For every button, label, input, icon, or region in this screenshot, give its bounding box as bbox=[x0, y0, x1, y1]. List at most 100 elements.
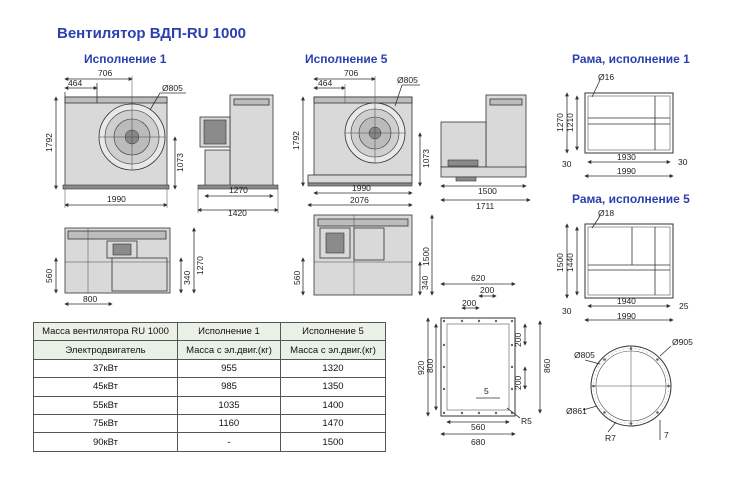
rama1-view: Ø16 1270 1210 30 1930 30 1990 bbox=[555, 72, 688, 178]
dim-rama5-18: Ø18 bbox=[598, 208, 614, 218]
dim-outlet-200-r1: 200 bbox=[513, 333, 523, 347]
table-subheader-cell: Масса с эл.двиг.(кг) bbox=[177, 340, 281, 360]
header-rama-1: Рама, исполнение 1 bbox=[572, 52, 690, 66]
table-header-cell: Исполнение 5 bbox=[280, 321, 386, 342]
v5-front-view: 464 706 Ø805 1792 1073 1990 2076 bbox=[291, 68, 431, 207]
table-subheader-cell: Электродвигатель bbox=[33, 340, 178, 360]
dim-v5-1073: 1073 bbox=[421, 149, 431, 168]
table-cell-mass-1: 985 bbox=[177, 377, 281, 397]
dim-v1-1270b: 1270 bbox=[195, 256, 205, 275]
dim-outlet-r5: R5 bbox=[521, 416, 532, 426]
dim-outlet-920: 920 bbox=[416, 361, 426, 375]
dim-rama1-1930: 1930 bbox=[617, 152, 636, 162]
dim-outlet-680: 680 bbox=[471, 437, 485, 447]
dim-outlet-200-r2: 200 bbox=[513, 376, 523, 390]
dim-v1-1073: 1073 bbox=[175, 153, 185, 172]
header-rama-5: Рама, исполнение 5 bbox=[572, 192, 690, 206]
dim-flange-805: Ø805 bbox=[574, 350, 595, 360]
dim-outlet-200-top: 200 bbox=[480, 285, 494, 295]
dim-outlet-5: 5 bbox=[484, 386, 489, 396]
table-cell-mass-1: - bbox=[177, 432, 281, 452]
dim-rama5-30l: 30 bbox=[562, 306, 572, 316]
v5-side-view: 1500 1711 bbox=[440, 94, 531, 211]
table-row: 90кВт - 1500 bbox=[33, 432, 386, 452]
table-subheader-cell: Масса с эл.двиг.(кг) bbox=[280, 340, 386, 360]
dim-v1-560: 560 bbox=[44, 269, 54, 283]
dim-rama1-1990: 1990 bbox=[617, 166, 636, 176]
dim-rama1-1270: 1270 bbox=[555, 113, 565, 132]
dim-v1-805: Ø805 bbox=[162, 83, 183, 93]
v5-top-view: 560 340 1500 bbox=[292, 214, 434, 296]
table-cell-mass-1: 955 bbox=[177, 358, 281, 379]
table-row: 75кВт 1160 1470 bbox=[33, 413, 386, 434]
dim-rama1-1210: 1210 bbox=[565, 113, 575, 132]
rama5-view: Ø18 1500 1440 30 1940 25 1990 bbox=[555, 208, 689, 322]
table-header-cell: Масса вентилятора RU 1000 bbox=[33, 321, 178, 342]
dim-flange-905: Ø905 bbox=[672, 337, 693, 347]
outlet-flange-view: 620 200 200 920 800 860 200 200 5 560 68… bbox=[416, 273, 552, 447]
dim-v1-1420: 1420 bbox=[228, 208, 247, 218]
dim-v1-464: 464 bbox=[68, 78, 82, 88]
dim-v5-805: Ø805 bbox=[397, 75, 418, 85]
header-ispolnenie-1: Исполнение 1 bbox=[84, 52, 167, 66]
table-header-row: Масса вентилятора RU 1000 Исполнение 1 И… bbox=[33, 321, 386, 342]
table-header-cell: Исполнение 1 bbox=[177, 321, 281, 342]
v1-front-view: 464 706 Ø805 1792 1073 1990 bbox=[44, 68, 186, 208]
mass-table: Масса вентилятора RU 1000 Исполнение 1 И… bbox=[33, 321, 386, 452]
dim-rama5-25: 25 bbox=[679, 301, 689, 311]
dim-v1-340: 340 bbox=[182, 271, 192, 285]
dim-rama1-30r: 30 bbox=[678, 157, 688, 167]
dim-rama5-1500: 1500 bbox=[555, 253, 565, 272]
dim-outlet-560: 560 bbox=[471, 422, 485, 432]
header-ispolnenie-5: Исполнение 5 bbox=[305, 52, 388, 66]
dim-v1-1990: 1990 bbox=[107, 194, 126, 204]
table-cell-motor: 55кВт bbox=[33, 395, 178, 415]
dim-v1-706: 706 bbox=[98, 68, 112, 78]
table-cell-mass-5: 1320 bbox=[280, 358, 386, 379]
dim-flange-861: Ø861 bbox=[566, 406, 587, 416]
table-cell-motor: 75кВт bbox=[33, 413, 178, 434]
dim-outlet-200-left: 200 bbox=[462, 298, 476, 308]
dim-outlet-860: 860 bbox=[542, 359, 552, 373]
dim-flange-7: 7 bbox=[664, 430, 669, 440]
dim-v5-560: 560 bbox=[292, 271, 302, 285]
dim-v1-1270: 1270 bbox=[229, 185, 248, 195]
dim-outlet-620: 620 bbox=[471, 273, 485, 283]
dim-rama5-1940: 1940 bbox=[617, 296, 636, 306]
dim-v1-800: 800 bbox=[83, 294, 97, 304]
table-cell-motor: 37кВт bbox=[33, 358, 178, 379]
dim-v5-2076: 2076 bbox=[350, 195, 369, 205]
dim-v5-1500b: 1500 bbox=[421, 247, 431, 266]
dim-v5-1792: 1792 bbox=[291, 131, 301, 150]
table-cell-motor: 45кВт bbox=[33, 377, 178, 397]
round-flange-view: Ø805 Ø905 Ø861 R7 7 bbox=[566, 337, 693, 443]
table-cell-mass-5: 1400 bbox=[280, 395, 386, 415]
dim-v5-706: 706 bbox=[344, 68, 358, 78]
table-cell-mass-1: 1035 bbox=[177, 395, 281, 415]
dim-v5-1990: 1990 bbox=[352, 183, 371, 193]
dim-flange-r7: R7 bbox=[605, 433, 616, 443]
dim-rama1-30l: 30 bbox=[562, 159, 572, 169]
dim-v5-1500: 1500 bbox=[478, 186, 497, 196]
dim-rama5-1440: 1440 bbox=[565, 253, 575, 272]
table-cell-mass-1: 1160 bbox=[177, 413, 281, 434]
table-cell-mass-5: 1500 bbox=[280, 432, 386, 452]
dim-outlet-800: 800 bbox=[425, 359, 435, 373]
table-cell-mass-5: 1470 bbox=[280, 413, 386, 434]
table-row: 37кВт 955 1320 bbox=[33, 358, 386, 379]
v1-top-view: 560 340 1270 800 bbox=[44, 227, 205, 306]
table-subheader-row: Электродвигатель Масса с эл.двиг.(кг) Ма… bbox=[33, 340, 386, 360]
v1-side-view: 1270 1420 bbox=[197, 94, 279, 218]
dim-v1-1792: 1792 bbox=[44, 133, 54, 152]
dim-v5-464: 464 bbox=[318, 78, 332, 88]
table-cell-mass-5: 1350 bbox=[280, 377, 386, 397]
table-row: 55кВт 1035 1400 bbox=[33, 395, 386, 415]
page-title: Вентилятор ВДП-RU 1000 bbox=[57, 25, 246, 42]
table-cell-motor: 90кВт bbox=[33, 432, 178, 452]
dim-rama5-1990: 1990 bbox=[617, 311, 636, 321]
table-row: 45кВт 985 1350 bbox=[33, 377, 386, 397]
dim-v5-340: 340 bbox=[420, 276, 430, 290]
dim-rama1-16: Ø16 bbox=[598, 72, 614, 82]
dim-v5-1711: 1711 bbox=[476, 201, 495, 211]
